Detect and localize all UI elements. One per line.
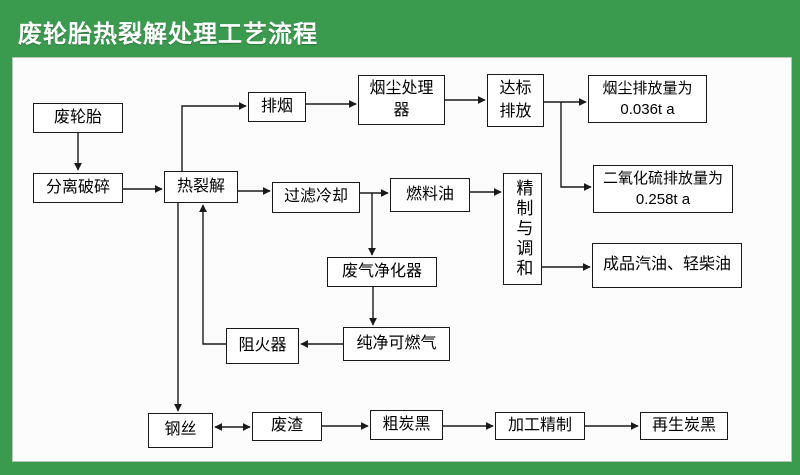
page-title: 废轮胎热裂解处理工艺流程 — [18, 21, 318, 48]
node-gas-purifier: 废气净化器 — [327, 257, 437, 287]
node-pure-gas: 纯净可燃气 — [343, 327, 450, 361]
node-dust-processor: 烟尘处理器 — [358, 75, 445, 125]
node-smoke-exhaust: 排烟 — [248, 92, 306, 122]
node-separate-crush: 分离破碎 — [33, 173, 123, 203]
node-process-refine: 加工精制 — [495, 412, 585, 440]
node-fuel-oil: 燃料油 — [390, 178, 470, 212]
node-finished-oil: 成品汽油、轻柴油 — [592, 243, 742, 288]
node-flame-arrester: 阻火器 — [226, 328, 299, 364]
node-dust-emission-value: 烟尘排放量为 0.036t a — [588, 75, 707, 123]
node-pyrolysis: 热裂解 — [164, 171, 238, 203]
node-regen-carbon-black: 再生炭黑 — [640, 412, 728, 440]
node-so2-emission-value: 二氧化硫排放量为 0.258t a — [593, 165, 733, 213]
node-refine-blend: 精制与调和 — [503, 173, 542, 285]
node-waste-tire: 废轮胎 — [33, 103, 123, 133]
node-standard-discharge: 达标 排放 — [487, 74, 544, 127]
node-waste-residue: 废渣 — [252, 412, 322, 441]
node-crude-carbon-black: 粗炭黑 — [370, 410, 443, 440]
node-filter-cooling: 过滤冷却 — [272, 182, 360, 213]
node-steel-wire: 钢丝 — [148, 413, 213, 448]
